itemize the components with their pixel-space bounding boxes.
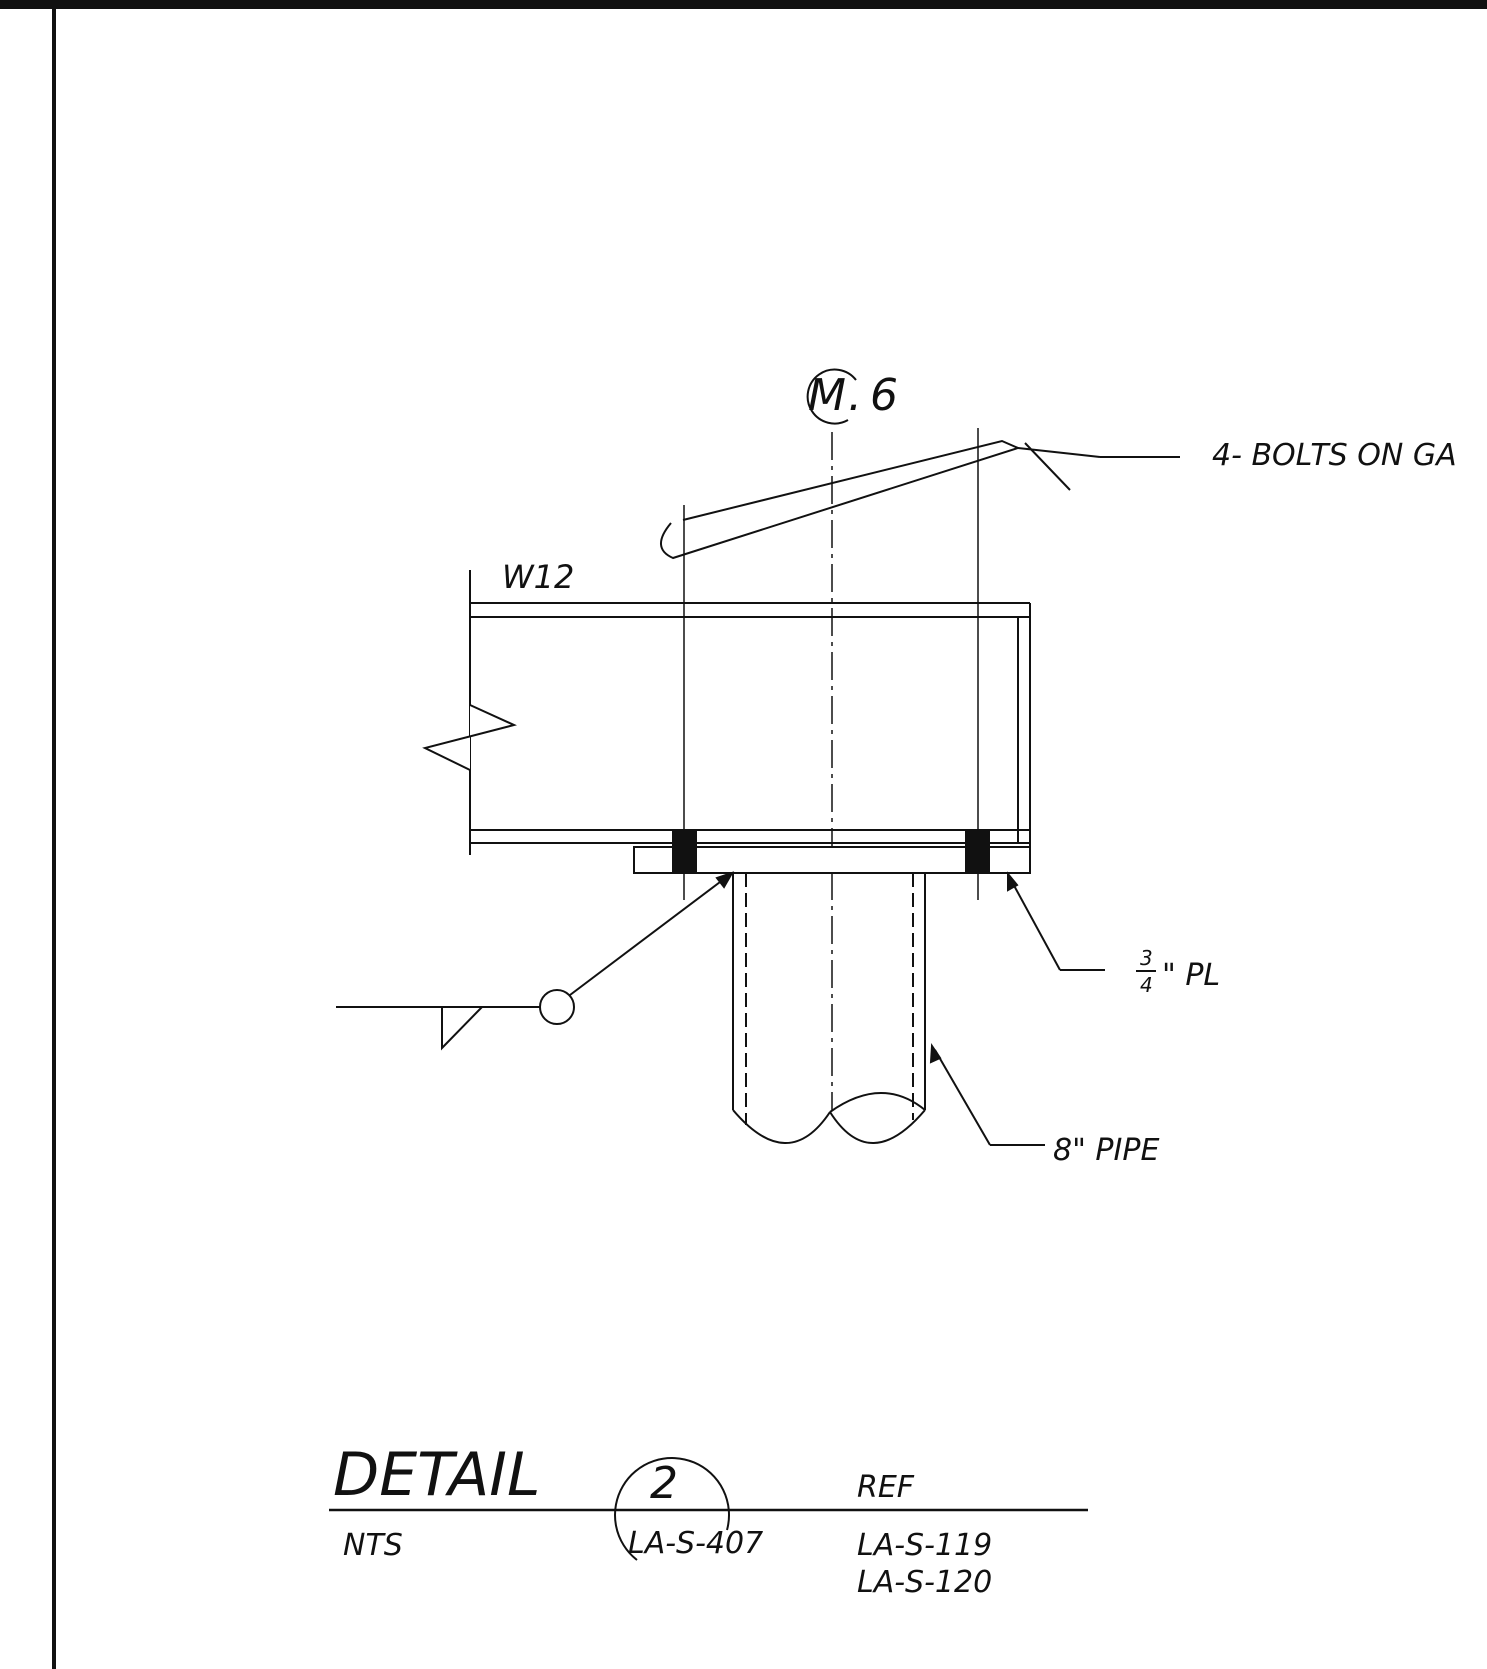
pipe-leader <box>929 1042 1045 1146</box>
scale-label: NTS <box>343 1528 403 1563</box>
ref-label: REF <box>857 1470 915 1505</box>
grid-bubble-dot: . <box>848 370 862 421</box>
plate-suffix: " PL <box>1162 958 1220 993</box>
detail-number: 2 <box>650 1458 678 1509</box>
plate-label: 3 4 " PL <box>1136 946 1220 997</box>
sheet-top-border <box>0 0 1487 9</box>
title-block: DETAIL 2 REF NTS LA-S-407 LA-S-119 LA-S-… <box>329 1440 1088 1600</box>
ref-sheet-2: LA-S-120 <box>857 1565 992 1600</box>
base-plate <box>633 846 1031 874</box>
w12-beam <box>422 570 1031 855</box>
grid-bubble-number: 6 <box>870 370 898 421</box>
bolt-left <box>672 830 697 872</box>
pipe-label: 8" PIPE <box>1053 1133 1159 1168</box>
ref-sheet-1: LA-S-119 <box>857 1528 992 1563</box>
detail-number-circle <box>614 1457 730 1561</box>
weld-symbol <box>336 871 735 1051</box>
pipe <box>732 873 926 1144</box>
grid-bubble-letter: M <box>808 370 846 421</box>
beam-label: W12 <box>502 558 574 596</box>
bolts-label: 4- BOLTS ON GA <box>1212 438 1457 473</box>
plate-leader <box>1007 871 1105 971</box>
sheet-ref: LA-S-407 <box>628 1526 763 1561</box>
plate-fraction-numerator: 3 <box>1140 946 1153 970</box>
detail-title: DETAIL <box>333 1440 540 1510</box>
bolts-leader <box>660 439 1180 560</box>
bolt-right <box>965 830 990 872</box>
grid-bubble: M . 6 <box>806 368 898 425</box>
plate-fraction-denominator: 4 <box>1140 973 1153 997</box>
